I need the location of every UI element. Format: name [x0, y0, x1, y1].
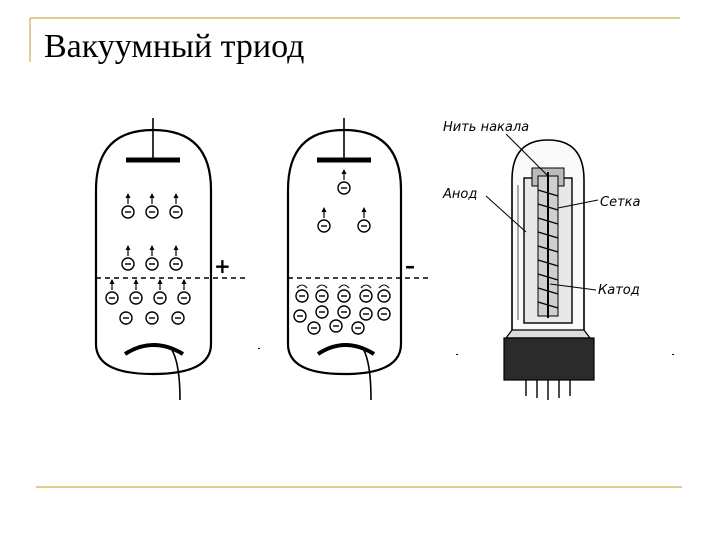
left-tube-grid-sign: + — [214, 254, 231, 278]
electron-left-upper-1 — [145, 193, 159, 219]
electron-mid-lower-12 — [351, 321, 365, 335]
leader-cathode — [549, 283, 597, 291]
left-tube — [94, 118, 245, 401]
electron-left-upper-5 — [169, 245, 183, 271]
electron-left-lower-3 — [177, 279, 191, 305]
electrons — [105, 169, 391, 335]
left-tube-cathode — [123, 343, 185, 356]
electron-mid-lower-11 — [329, 319, 343, 333]
electron-mid-lower-8 — [359, 307, 373, 321]
slide-frame — [29, 17, 682, 488]
label-filament: Нить накала — [443, 120, 529, 135]
electron-left-lower-1 — [129, 279, 143, 305]
electron-mid-lower-4 — [377, 284, 391, 303]
label-anode: Анод — [442, 187, 477, 202]
leader-filament — [505, 133, 549, 177]
electron-left-lower-6 — [171, 311, 185, 325]
left-tube-cathode-lead — [169, 346, 181, 401]
electron-left-upper-3 — [121, 245, 135, 271]
electron-left-upper-2 — [169, 193, 183, 219]
leader-anode — [485, 195, 527, 233]
electron-mid-lower-0 — [295, 284, 309, 303]
leader-grid — [557, 199, 599, 209]
middle-tube-cathode — [316, 343, 376, 356]
electron-mid-lower-9 — [377, 307, 391, 321]
electron-left-lower-5 — [145, 311, 159, 325]
electron-mid-lower-5 — [293, 309, 307, 323]
electron-mid-upper-1 — [317, 207, 331, 233]
electron-mid-lower-2 — [337, 284, 351, 303]
middle-tube — [286, 118, 430, 401]
electron-left-lower-0 — [105, 279, 119, 305]
electron-mid-lower-3 — [359, 284, 373, 303]
right-tube-pinch — [504, 329, 592, 339]
middle-tube-cathode-lead — [361, 346, 372, 401]
electron-left-upper-4 — [145, 245, 159, 271]
electron-left-upper-0 — [121, 193, 135, 219]
electron-mid-upper-0 — [337, 169, 351, 195]
middle-tube-envelope — [286, 128, 403, 376]
electron-mid-lower-1 — [315, 284, 329, 303]
right-tube — [485, 133, 599, 400]
electron-mid-lower-7 — [337, 305, 351, 319]
right-tube-leaders — [485, 133, 599, 291]
electron-mid-upper-2 — [357, 207, 371, 233]
electron-left-lower-4 — [119, 311, 133, 325]
left-tube-envelope — [94, 128, 213, 376]
electron-mid-lower-6 — [315, 305, 329, 319]
right-tube-base — [503, 337, 595, 381]
specks — [258, 348, 674, 355]
electron-left-lower-2 — [153, 279, 167, 305]
electron-mid-lower-10 — [307, 321, 321, 335]
label-grid: Сетка — [600, 195, 641, 210]
label-cathode: Катод — [598, 283, 640, 298]
right-tube-pins — [525, 380, 571, 400]
slide-title: Вакуумный триод — [44, 28, 305, 65]
middle-tube-grid-sign: – — [405, 254, 415, 278]
